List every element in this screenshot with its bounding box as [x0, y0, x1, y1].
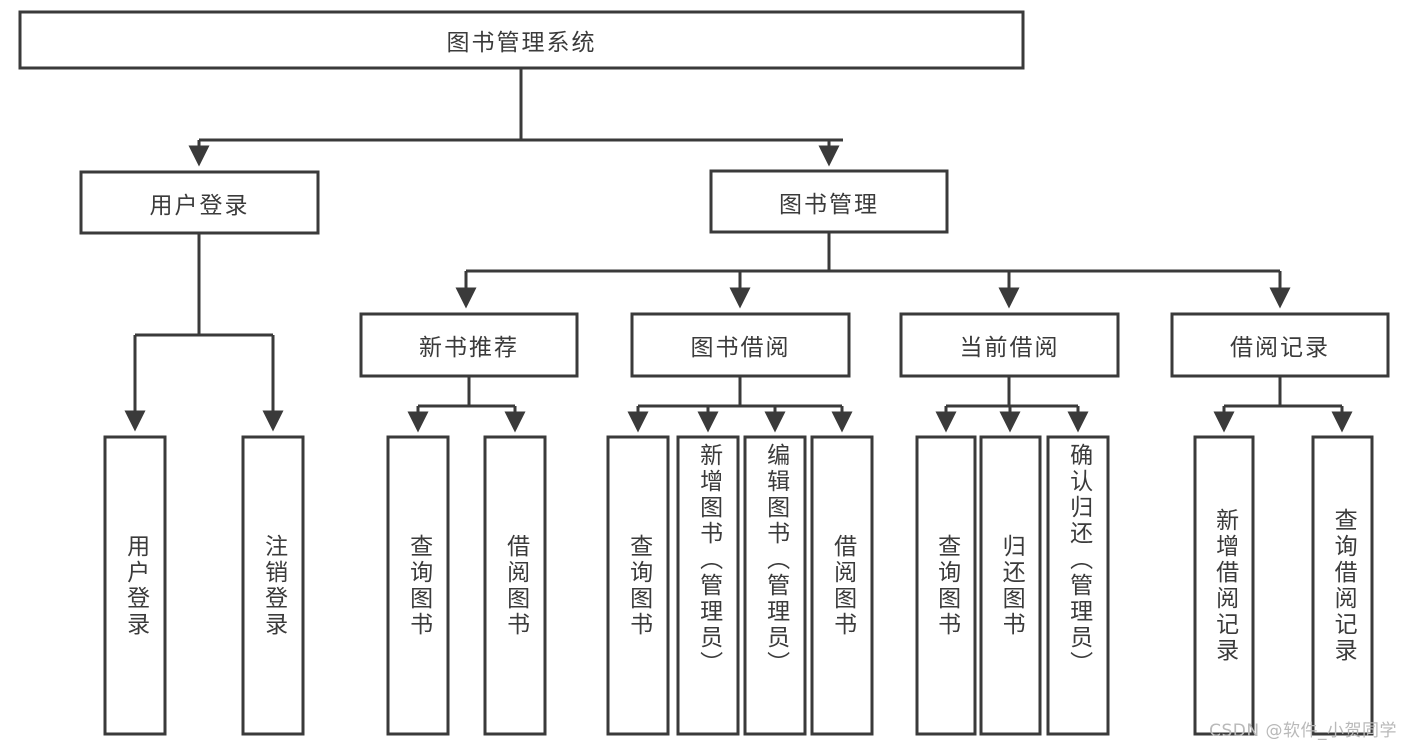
leaf-box[interactable]: [979, 435, 1042, 736]
csdn-watermark: CSDN @软件_小贺同学: [1209, 721, 1397, 741]
node-book-management-box[interactable]: [709, 169, 949, 234]
connector-new-book-to-leaves: [407, 376, 526, 433]
leaf-box[interactable]: [606, 435, 670, 736]
connector-book-mgmt-to-level3: [455, 232, 1291, 309]
leaf-box[interactable]: [1193, 435, 1255, 736]
node-borrow-record-box[interactable]: [1170, 312, 1390, 378]
connector-root-to-level2: [188, 68, 843, 167]
connector-borrow-record-to-leaves: [1213, 376, 1353, 433]
node-book-borrow-box[interactable]: [630, 312, 851, 378]
leaf-box[interactable]: [743, 435, 807, 736]
leaf-box[interactable]: [810, 435, 874, 736]
leaf-box[interactable]: [483, 435, 547, 736]
node-root-box[interactable]: [18, 10, 1025, 70]
leaf-box[interactable]: [386, 435, 450, 736]
node-new-book-recommend-box[interactable]: [359, 312, 579, 378]
connector-user-login-to-leaves: [124, 233, 284, 432]
leaf-box[interactable]: [103, 435, 167, 736]
node-user-login-box[interactable]: [79, 170, 320, 235]
leaf-box[interactable]: [241, 435, 305, 736]
node-current-borrow-box[interactable]: [899, 312, 1120, 378]
connector-current-borrow-to-leaves: [935, 376, 1089, 433]
leaf-box[interactable]: [915, 435, 977, 736]
leaf-box[interactable]: [676, 435, 740, 736]
connector-borrow-to-leaves: [627, 376, 853, 433]
leaf-box[interactable]: [1311, 435, 1374, 736]
leaf-box[interactable]: [1046, 435, 1110, 736]
